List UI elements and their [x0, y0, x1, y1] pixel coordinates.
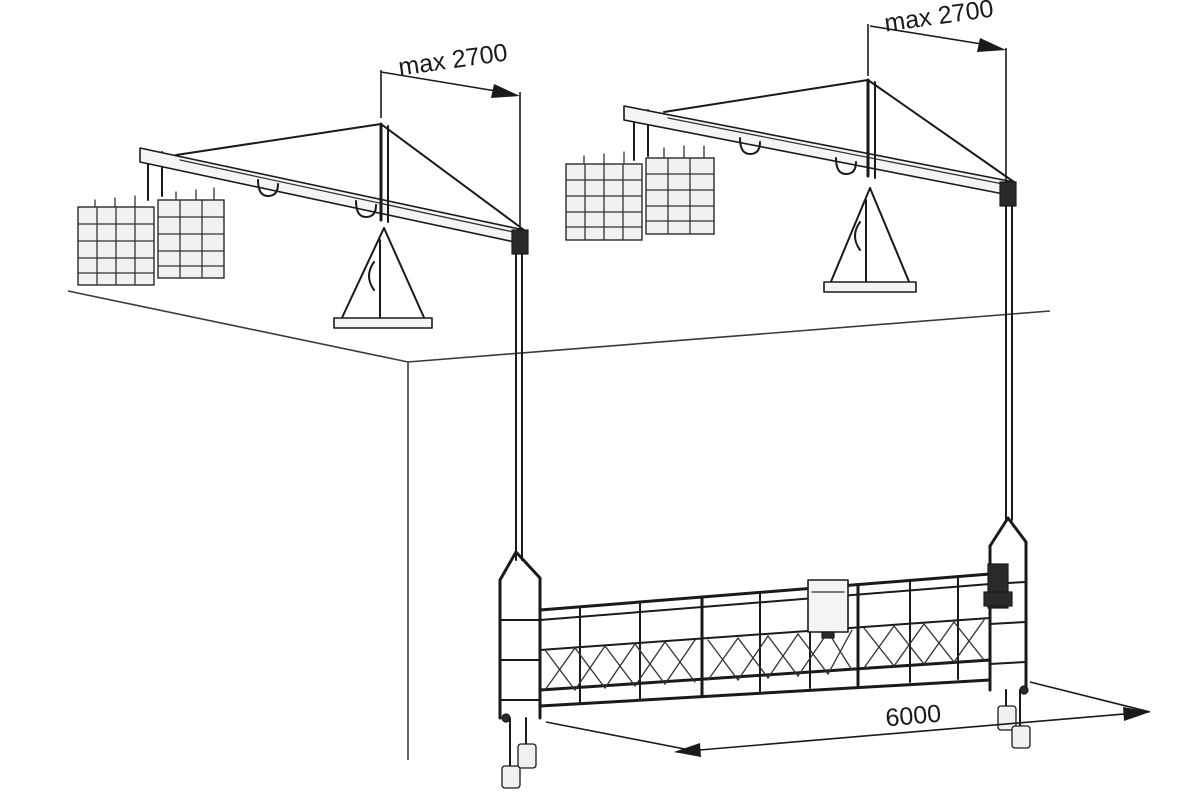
- left-outrigger: [77, 122, 529, 329]
- platform-length-label: 6000: [884, 700, 942, 733]
- right-reach-label: max 2700: [883, 0, 996, 38]
- left-front-stand: [333, 227, 433, 329]
- control-box: [807, 579, 849, 639]
- right-counterweights: [565, 145, 715, 241]
- suspended-platform: [498, 516, 1029, 723]
- suspension-ropes: [515, 205, 1013, 561]
- hoist-motor: [983, 563, 1013, 609]
- dimension-right-reach: max 2700: [867, 0, 1007, 182]
- right-outrigger: [565, 78, 1017, 293]
- left-counterweights: [77, 187, 225, 286]
- right-front-stand: [823, 187, 917, 293]
- dimension-left-reach: max 2700: [380, 39, 521, 230]
- dimension-platform-length: 6000: [545, 681, 1151, 757]
- platform-cross-bracing: [544, 619, 985, 692]
- building-outline: [67, 290, 1051, 760]
- left-reach-label: max 2700: [397, 39, 510, 82]
